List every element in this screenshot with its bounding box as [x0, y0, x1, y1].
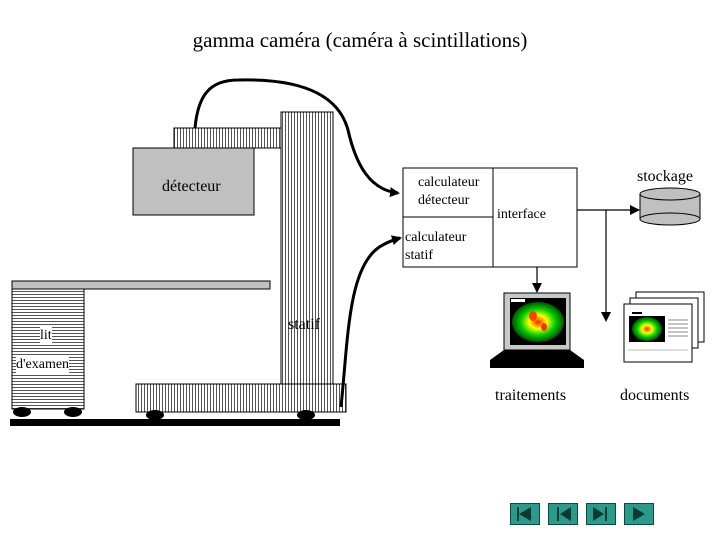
stockage-cylinder [639, 187, 701, 226]
interface-box [492, 167, 578, 268]
base-wheel-left [146, 410, 164, 420]
label-documents: documents [620, 387, 690, 404]
calc-statif-box [402, 216, 494, 268]
label-calc-detecteur: calculateur détecteur [418, 174, 479, 210]
bed-wheel-left [13, 407, 31, 417]
label-statif: statif [288, 316, 320, 333]
base-wheel-right [297, 410, 315, 420]
nav-previous-button[interactable] [548, 503, 578, 525]
nav-last-button[interactable] [624, 503, 654, 525]
detector-arm [173, 127, 282, 149]
label-stockage: stockage [637, 168, 693, 185]
bed-top [11, 280, 271, 290]
arrow-detector-to-calc [193, 78, 400, 198]
bed-body [11, 288, 85, 410]
label-lit: lit [40, 327, 52, 345]
label-calc-statif-line1: calculateur [405, 230, 467, 245]
documents-stack-icon [623, 291, 705, 363]
bed-wheel-right [64, 407, 82, 417]
label-calc-detecteur-line1: calculateur [418, 175, 480, 190]
label-calc-statif: calculateur statif [405, 229, 466, 265]
label-examen: d'examen [16, 356, 70, 374]
statif-base [135, 383, 347, 413]
diagram-title: gamma caméra (caméra à scintillations) [192, 28, 528, 52]
arrow-statif-to-calc [339, 235, 402, 408]
label-traitements: traitements [495, 387, 567, 404]
label-calc-detecteur-line2: détecteur [418, 193, 470, 208]
traitements-monitor-icon [490, 292, 584, 368]
nav-first-button[interactable] [510, 503, 540, 525]
label-interface: interface [497, 207, 546, 222]
label-calc-statif-line2: statif [405, 248, 433, 263]
label-detecteur: détecteur [162, 178, 221, 195]
calc-detecteur-box [402, 167, 494, 218]
nav-next-button[interactable] [586, 503, 616, 525]
statif-column [280, 111, 334, 385]
floor [10, 419, 340, 426]
detector-head [132, 147, 255, 216]
